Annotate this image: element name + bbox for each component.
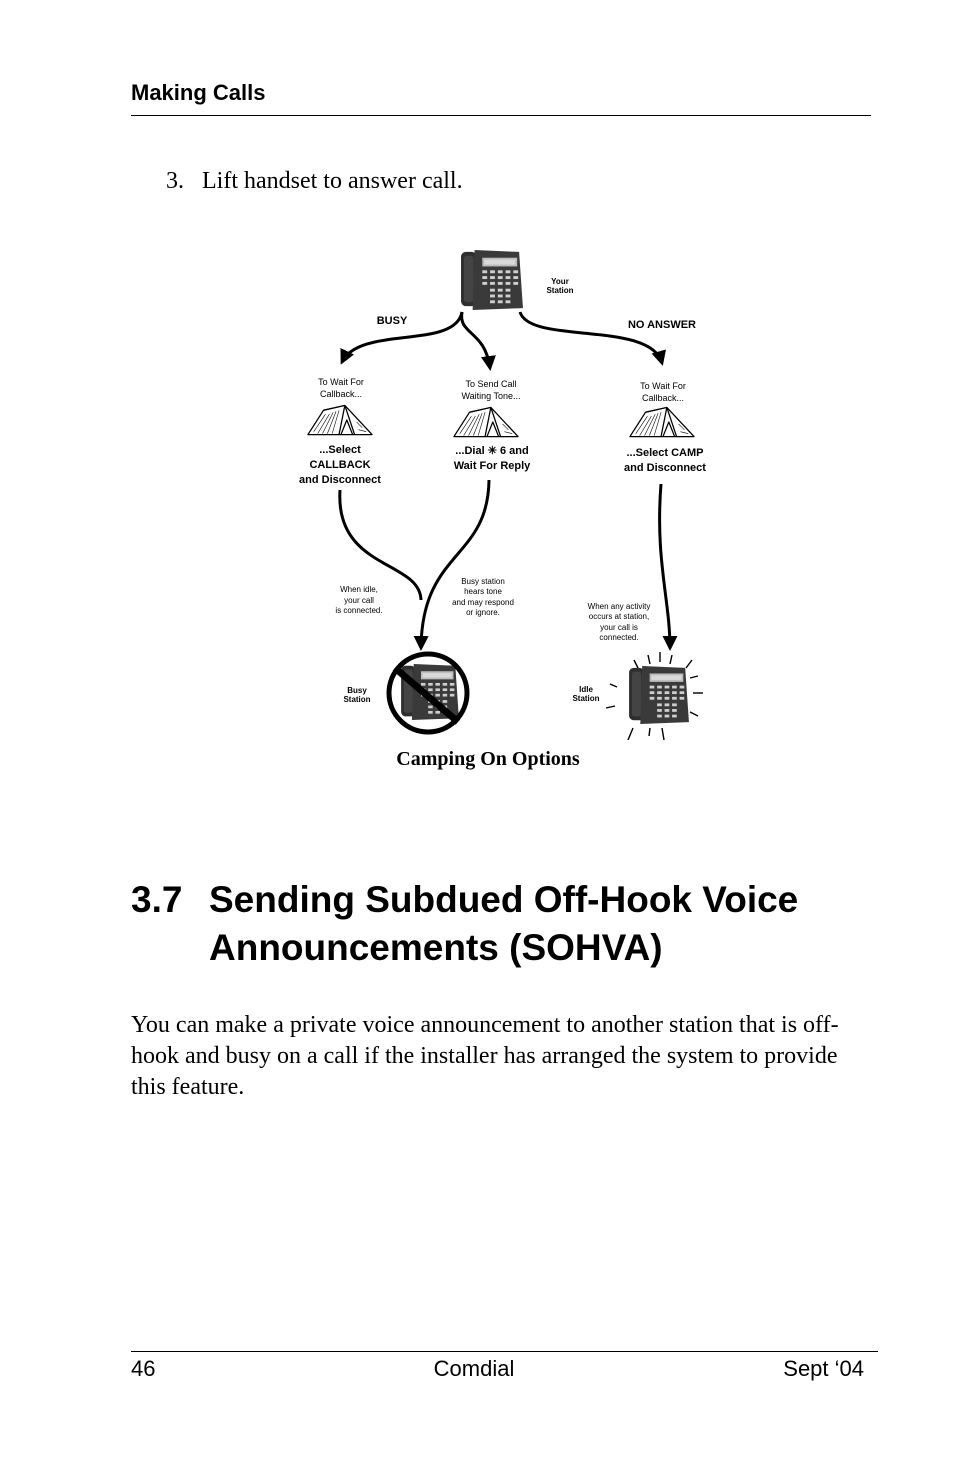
- idle-station-label-2: Station: [572, 694, 599, 703]
- page-number: 46: [131, 1356, 156, 1381]
- right-note-1: When any activity: [588, 602, 651, 611]
- footer-date: Sept ‘04: [783, 1356, 864, 1381]
- no-entry-icon: [386, 651, 470, 735]
- right-action-1: ...Select CAMP: [626, 447, 703, 459]
- your-station-phone-icon: [461, 250, 523, 310]
- idle-station-label-1: Idle: [579, 685, 593, 694]
- idle-station-phone-icon: [629, 666, 689, 724]
- left-intro-1: To Wait For: [318, 377, 364, 387]
- right-intro-1: To Wait For: [640, 381, 686, 391]
- footer-rule: [131, 1351, 878, 1352]
- section-number: 3.7: [131, 879, 183, 920]
- right-intro-2: Callback...: [642, 393, 684, 403]
- tent-icon: [629, 406, 695, 438]
- no-answer-branch-arrow: [518, 311, 666, 366]
- your-station-label-2: Station: [546, 286, 573, 295]
- mid-note-3: and may respond: [452, 598, 514, 607]
- step-text: Lift handset to answer call.: [202, 168, 463, 194]
- header-rule: [131, 115, 871, 116]
- section-title-line2: Announcements (SOHVA): [209, 927, 663, 968]
- step-number: 3.: [166, 168, 184, 194]
- busy-branch-arrow: [340, 311, 464, 365]
- running-header: Making Calls: [131, 80, 266, 105]
- busy-station-label-1: Busy: [347, 686, 367, 695]
- mid-intro-1: To Send Call: [465, 379, 516, 389]
- footer-brand: Comdial: [433, 1356, 515, 1381]
- figure-caption: Camping On Options: [396, 748, 580, 770]
- mid-note-2: hears tone: [464, 587, 502, 596]
- left-action-2: CALLBACK: [309, 459, 370, 471]
- left-note-2: your call: [344, 596, 374, 605]
- right-note-4: connected.: [599, 633, 638, 642]
- camping-on-diagram: Your Station BUSY NO ANSWER To Wait For …: [280, 240, 740, 740]
- mid-action-2: Wait For Reply: [454, 460, 531, 472]
- step-3: 3. Lift handset to answer call.: [166, 168, 463, 195]
- section-heading: 3.7 Sending Subdued Off-Hook Voice Announ…: [131, 876, 891, 972]
- left-intro-2: Callback...: [320, 389, 362, 399]
- mid-action-1: ...Dial ✳ 6 and: [455, 445, 528, 457]
- mid-note-4: or ignore.: [466, 608, 500, 617]
- left-note-3: is connected.: [335, 606, 382, 615]
- call-waiting-branch-arrow: [460, 311, 496, 371]
- left-action-3: and Disconnect: [299, 474, 381, 486]
- left-note-1: When idle,: [340, 585, 378, 594]
- right-note-2: occurs at station,: [589, 612, 649, 621]
- left-action-1: ...Select: [319, 444, 361, 456]
- no-answer-label: NO ANSWER: [628, 319, 696, 331]
- call-waiting-arrow: [413, 479, 491, 651]
- callback-connect-line: [338, 489, 423, 601]
- right-action-2: and Disconnect: [624, 462, 706, 474]
- body-paragraph: You can make a private voice announcemen…: [131, 1012, 839, 1100]
- right-note-3: your call is: [600, 623, 638, 632]
- section-title-line1: Sending Subdued Off-Hook Voice: [209, 879, 799, 920]
- tent-icon: [453, 406, 519, 438]
- busy-label: BUSY: [377, 315, 408, 327]
- mid-intro-2: Waiting Tone...: [461, 391, 520, 401]
- busy-station-label-2: Station: [343, 695, 370, 704]
- camp-arrow: [658, 483, 678, 651]
- tent-icon: [307, 404, 373, 436]
- mid-note-1: Busy station: [461, 577, 505, 586]
- your-station-label-1: Your: [551, 277, 569, 286]
- ring-burst-icon: [605, 652, 703, 740]
